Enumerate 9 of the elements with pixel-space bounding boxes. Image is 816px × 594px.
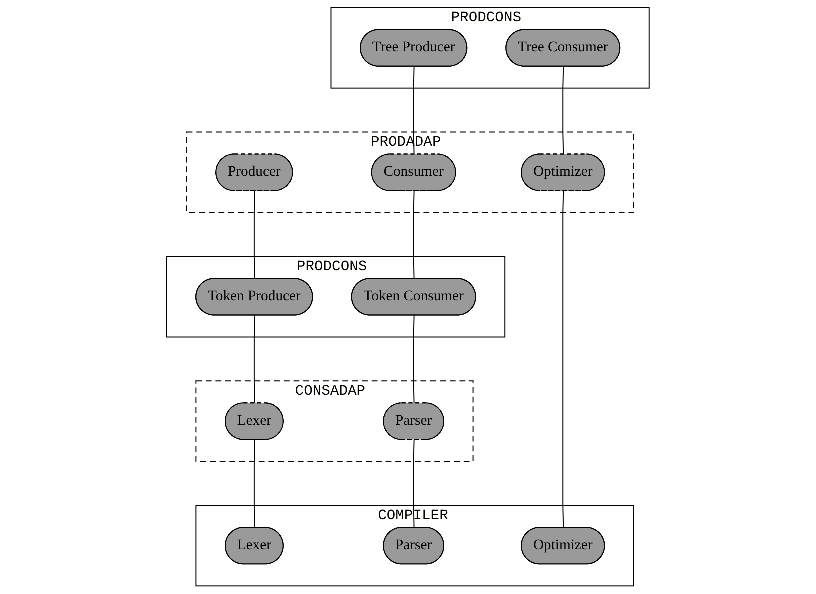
connector bbox=[413, 315, 415, 404]
connector bbox=[413, 66, 415, 156]
connector bbox=[254, 440, 256, 529]
connector bbox=[254, 190, 256, 280]
connector bbox=[254, 315, 256, 404]
connector bbox=[562, 66, 564, 156]
connector bbox=[413, 440, 415, 529]
connector bbox=[562, 190, 564, 529]
connector bbox=[413, 190, 415, 280]
